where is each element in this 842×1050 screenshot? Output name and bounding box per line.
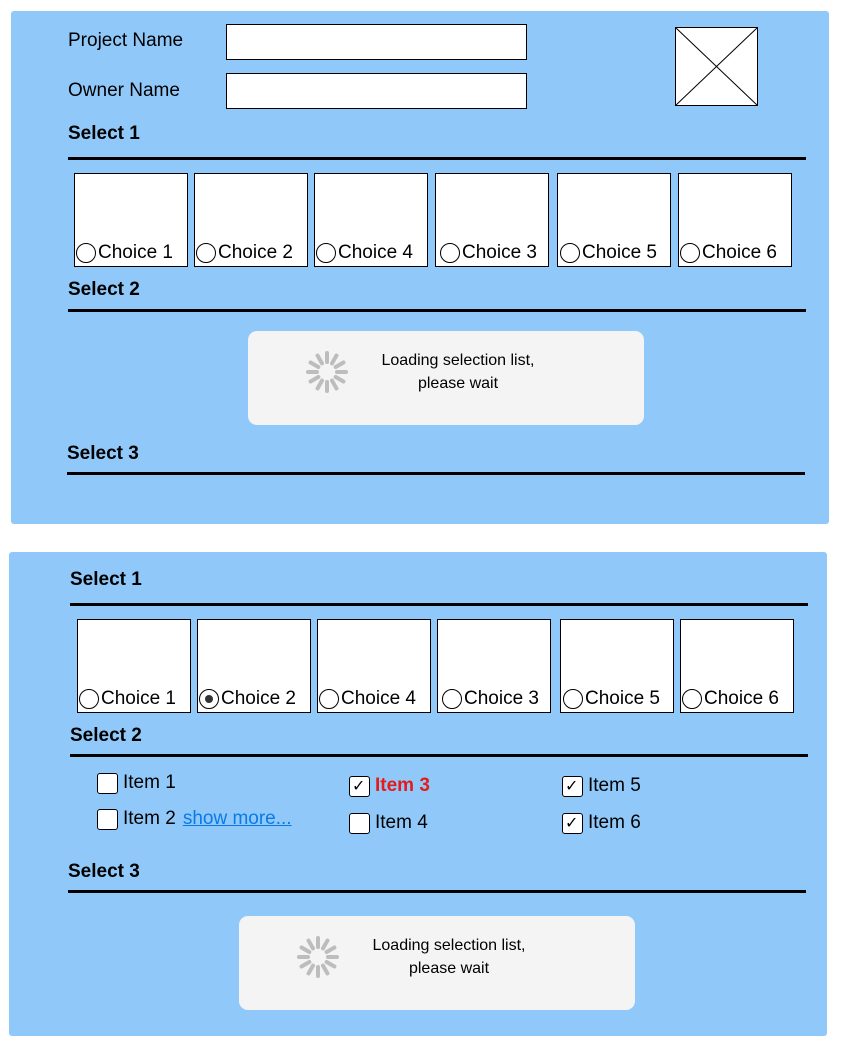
radio-button[interactable]	[563, 689, 583, 709]
select-1-title: Select 1	[68, 123, 140, 144]
checkbox-label: Item 5	[588, 775, 641, 796]
choice-label: Choice 4	[341, 688, 416, 709]
choice-label: Choice 6	[702, 242, 777, 263]
project-name-label: Project Name	[68, 30, 184, 51]
loading-text-line-1: Loading selection list,	[381, 352, 535, 369]
choice-label: Choice 5	[582, 242, 657, 263]
radio-button[interactable]	[680, 243, 700, 263]
select-3-divider	[68, 890, 806, 893]
radio-button[interactable]	[440, 243, 460, 263]
loading-text: Loading selection list, please wait	[351, 934, 547, 980]
select-3-title: Select 3	[68, 861, 140, 882]
choice-label: Choice 5	[585, 688, 660, 709]
loading-text: Loading selection list, please wait	[360, 349, 556, 395]
project-name-input[interactable]	[226, 24, 527, 60]
choice-label: Choice 1	[98, 242, 173, 263]
radio-button[interactable]	[196, 243, 216, 263]
choice-card-4[interactable]: Choice 3	[437, 619, 551, 713]
choice-card-3[interactable]: Choice 4	[317, 619, 431, 713]
select-2-divider	[68, 309, 806, 312]
checkbox-checked[interactable]	[562, 812, 583, 834]
select-1-divider	[68, 157, 806, 160]
loading-spinner-icon	[297, 936, 339, 978]
checkbox-label: Item 4	[375, 812, 428, 833]
loading-text-line-2: please wait	[417, 375, 499, 392]
choice-label: Choice 6	[704, 688, 779, 709]
checkbox-item-4[interactable]: Item 4	[349, 812, 428, 834]
choice-card-1[interactable]: Choice 1	[77, 619, 191, 713]
checkbox-item-3[interactable]: Item 3	[349, 775, 430, 797]
checkbox-checked[interactable]	[562, 775, 583, 797]
choice-label: Choice 1	[101, 688, 176, 709]
choice-label: Choice 2	[218, 242, 293, 263]
loading-text-line-1: Loading selection list,	[372, 937, 526, 954]
checkbox[interactable]	[97, 808, 118, 830]
choice-card-2[interactable]: Choice 2	[194, 173, 308, 267]
choice-card-3[interactable]: Choice 4	[314, 173, 428, 267]
select-2-title: Select 2	[70, 725, 142, 746]
choice-label: Choice 2	[221, 688, 296, 709]
checkbox-item-5[interactable]: Item 5	[562, 775, 641, 797]
select-3-divider	[67, 472, 805, 475]
checkbox-checked[interactable]	[349, 775, 370, 797]
loading-message-box: Loading selection list, please wait	[239, 916, 635, 1010]
choice-card-4[interactable]: Choice 3	[435, 173, 549, 267]
radio-button[interactable]	[76, 243, 96, 263]
choice-card-6[interactable]: Choice 6	[680, 619, 794, 713]
checkbox-item-2[interactable]: Item 2 show more...	[97, 808, 292, 830]
radio-button[interactable]	[319, 689, 339, 709]
show-more-link[interactable]: show more...	[182, 808, 292, 829]
checkbox-label: Item 1	[123, 772, 176, 793]
checkbox-item-6[interactable]: Item 6	[562, 812, 641, 834]
checkbox-label: Item 6	[588, 812, 641, 833]
bottom-form-panel: Select 1 Choice 1 Choice 2 Choice 4 Choi…	[9, 552, 827, 1036]
choice-card-1[interactable]: Choice 1	[74, 173, 188, 267]
radio-button-selected[interactable]	[199, 689, 219, 709]
choice-card-2[interactable]: Choice 2	[197, 619, 311, 713]
radio-button[interactable]	[316, 243, 336, 263]
loading-text-line-2: please wait	[408, 960, 490, 977]
radio-button[interactable]	[442, 689, 462, 709]
checkbox[interactable]	[349, 812, 370, 834]
owner-name-input[interactable]	[226, 73, 527, 109]
owner-name-label: Owner Name	[68, 80, 180, 101]
choice-label: Choice 3	[464, 688, 539, 709]
image-placeholder-icon	[675, 27, 758, 106]
checkbox-label: Item 2	[123, 808, 176, 829]
choice-label: Choice 3	[462, 242, 537, 263]
loading-spinner-icon	[306, 351, 348, 393]
choice-label: Choice 4	[338, 242, 413, 263]
checkbox-item-1[interactable]: Item 1	[97, 772, 176, 794]
radio-button[interactable]	[560, 243, 580, 263]
radio-button[interactable]	[682, 689, 702, 709]
select-1-title: Select 1	[70, 569, 142, 590]
select-1-divider	[70, 603, 808, 606]
checkbox[interactable]	[97, 772, 118, 794]
radio-button[interactable]	[79, 689, 99, 709]
choice-card-5[interactable]: Choice 5	[557, 173, 671, 267]
choice-card-6[interactable]: Choice 6	[678, 173, 792, 267]
checkbox-label-highlighted: Item 3	[375, 775, 430, 796]
select-3-title: Select 3	[67, 443, 139, 464]
choice-card-5[interactable]: Choice 5	[560, 619, 674, 713]
select-2-title: Select 2	[68, 279, 140, 300]
loading-message-box: Loading selection list, please wait	[248, 331, 644, 425]
top-form-panel: Project Name Owner Name Select 1 Choice …	[11, 11, 829, 524]
select-2-divider	[70, 754, 808, 757]
